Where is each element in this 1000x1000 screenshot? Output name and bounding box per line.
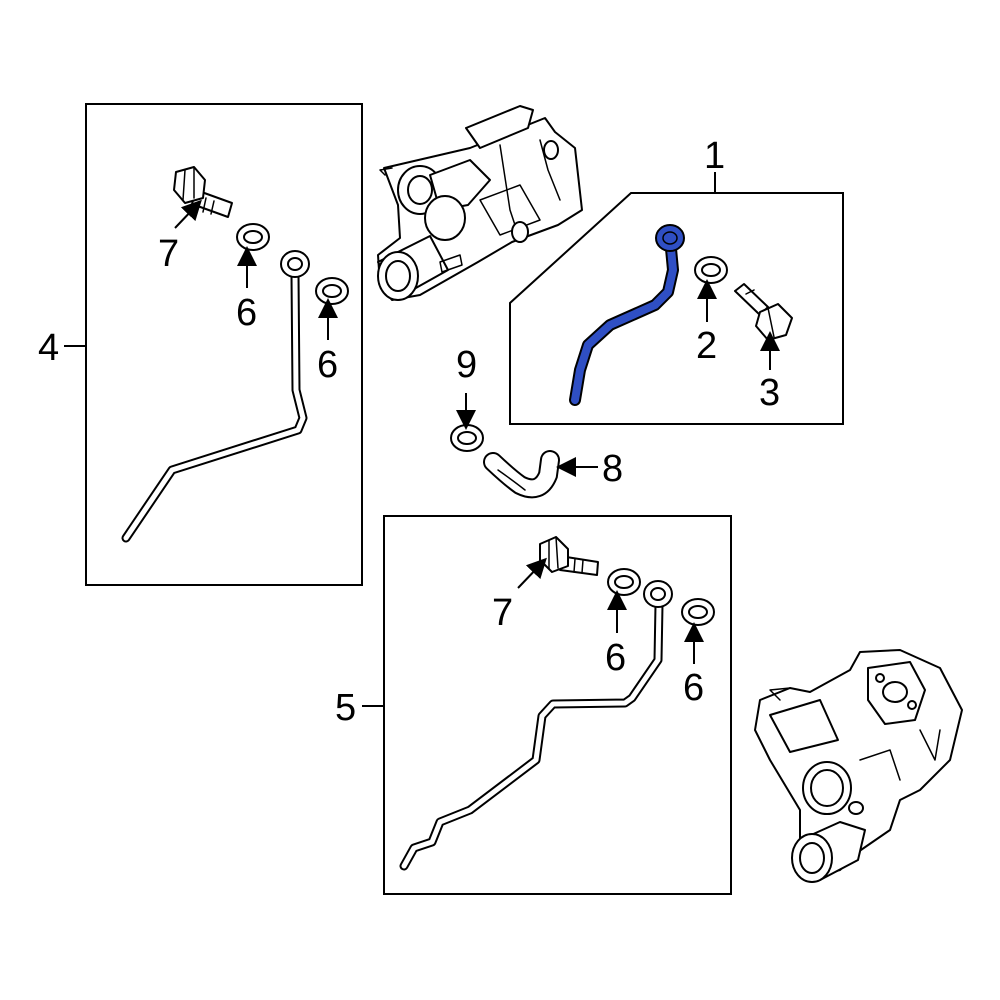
group-box-1	[509, 192, 844, 425]
hose-icon	[483, 450, 560, 499]
callout-9: 9	[456, 344, 477, 386]
washer-icon	[450, 424, 484, 452]
oil-tube-icon	[121, 250, 310, 543]
callout-6: 6	[683, 667, 704, 709]
leader-line	[517, 557, 547, 589]
washer-icon	[315, 277, 349, 305]
oil-return-tube-icon	[399, 580, 673, 871]
callout-5: 5	[335, 687, 356, 729]
callout-1: 1	[704, 135, 725, 177]
turbocharger-icon	[754, 649, 963, 883]
callout-6: 6	[317, 344, 338, 386]
washer-icon	[681, 598, 715, 626]
callout-4: 4	[38, 327, 59, 369]
callout-7: 7	[158, 233, 179, 275]
bolt-icon	[539, 536, 599, 576]
leader-line	[174, 199, 202, 229]
oil-feed-tube-highlighted-icon	[569, 224, 685, 406]
bolt-icon	[734, 283, 793, 341]
callout-8: 8	[602, 448, 623, 490]
callout-2: 2	[696, 325, 717, 367]
callout-6: 6	[236, 292, 257, 334]
turbocharger-icon	[377, 105, 583, 301]
group-box-4	[85, 103, 363, 586]
washer-icon	[694, 256, 728, 284]
callout-7: 7	[492, 592, 513, 634]
washer-icon	[607, 568, 641, 596]
callout-3: 3	[759, 372, 780, 414]
bolt-icon	[173, 166, 233, 218]
washer-icon	[236, 223, 270, 251]
callout-6: 6	[605, 637, 626, 679]
